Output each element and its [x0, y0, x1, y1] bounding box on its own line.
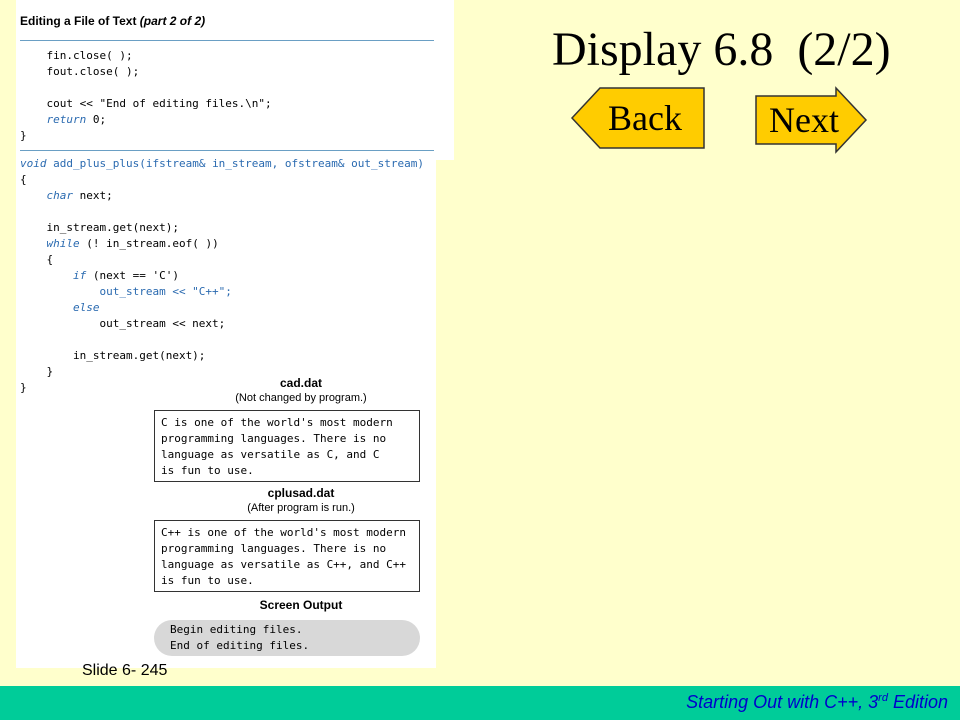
header-rule [20, 40, 434, 41]
function-signature: void add_plus_plus(ifstream& in_stream, … [20, 157, 424, 170]
footer-title: Starting Out with C++, 3 [686, 692, 879, 712]
code-line: in_stream.get(next); [20, 349, 206, 362]
code-line: in_stream.get(next); [20, 221, 179, 234]
code-line: fin.close( ); [20, 49, 133, 62]
code-line: } [20, 129, 27, 142]
cad-title: cad.dat [279, 376, 322, 390]
code-line: cout << "End of editing files.\n"; [20, 97, 272, 110]
code-line: } [20, 381, 27, 394]
next-button[interactable]: Next [754, 86, 868, 154]
figure-header-text: Editing a File of Text [20, 14, 140, 28]
code-line: return 0; [46, 113, 107, 126]
slide-title: Display 6.8 (2/2) [552, 23, 891, 76]
back-button-label: Back [608, 98, 682, 138]
code-body: { char next; in_stream.get(next); while … [20, 172, 232, 396]
code-line: out_stream << "C++"; [20, 285, 232, 298]
screen-output-title: Screen Output [259, 598, 343, 612]
code-line: out_stream << next; [20, 317, 226, 330]
cad-subtitle: (Not changed by program.) [235, 392, 367, 404]
cad-file-contents: C is one of the world's most modern prog… [154, 410, 420, 482]
footer-tail: Edition [887, 692, 948, 712]
figure-header: Editing a File of Text (part 2 of 2) [20, 14, 205, 28]
code-line: { [20, 253, 54, 266]
next-button-label: Next [769, 100, 839, 140]
code-line: char next; [46, 189, 113, 202]
next-arrow-icon [755, 86, 868, 154]
code-figure: Editing a File of Text (part 2 of 2) fin… [16, 0, 436, 668]
code-line: fout.close( ); [20, 65, 140, 78]
footer-sup: rd [878, 692, 888, 704]
code-top: fin.close( ); fout.close( ); cout << "En… [20, 48, 272, 144]
code-line: if (next == 'C') [72, 269, 179, 282]
figure-header-part: (part 2 of 2) [139, 14, 206, 28]
screen-output: Begin editing files. End of editing file… [154, 620, 420, 656]
cplusad-title: cplusad.dat [267, 486, 335, 500]
figure-extension [436, 0, 454, 160]
code-line: } [20, 365, 54, 378]
footer-text: Starting Out with C++, 3rd Edition [686, 692, 948, 713]
cplusad-subtitle: (After program is run.) [247, 502, 355, 514]
back-button[interactable]: Back [570, 86, 706, 150]
back-arrow-icon [570, 87, 705, 149]
section-rule [20, 150, 434, 151]
footer-bar: Starting Out with C++, 3rd Edition [0, 686, 960, 720]
code-line: { [20, 173, 27, 186]
code-line: else [72, 301, 100, 314]
cplusad-file-contents: C++ is one of the world's most modern pr… [154, 520, 420, 592]
slide-number: Slide 6- 245 [82, 662, 168, 679]
code-line: while (! in_stream.eof( )) [46, 237, 219, 250]
